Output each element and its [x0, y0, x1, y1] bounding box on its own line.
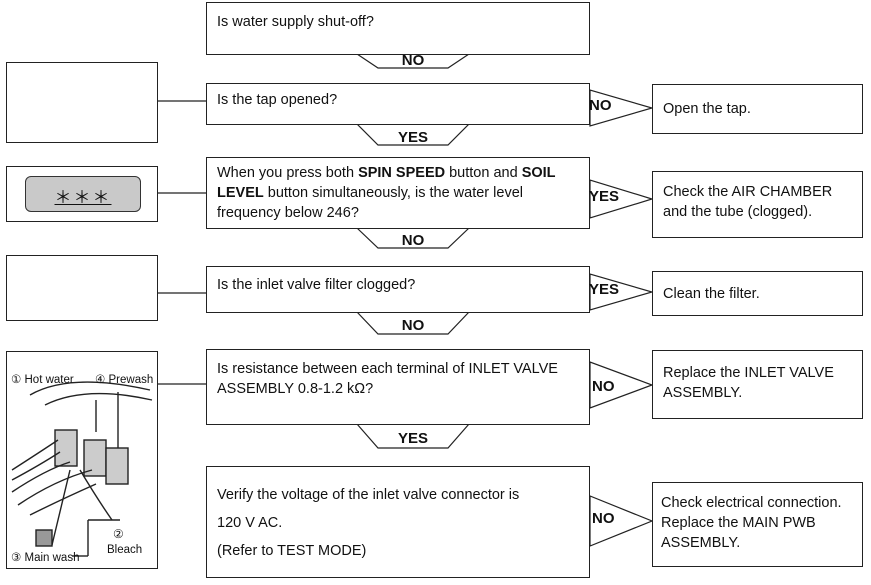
question-box-4: Is the inlet valve filter clogged? [206, 266, 590, 313]
question-box-1: Is water supply shut-off? [206, 2, 590, 55]
question-box-2: Is the tap opened? [206, 83, 590, 125]
question-text-6-line2: 120 V AC. [217, 515, 283, 531]
action-box-5: Replace the INLET VALVE ASSEMBLY. [652, 350, 863, 419]
action-text-4: Clean the filter. [663, 286, 760, 302]
valve-illustration-box: ① Hot water ④ Prewash ② Bleach ③ Main wa… [6, 351, 158, 569]
branch-label-6: NO [592, 510, 615, 527]
question-text-6-line1: Verify the voltage of the inlet valve co… [217, 487, 520, 503]
action-text-6: Check electrical connection. Replace the… [661, 495, 842, 551]
right-arrow-1 [589, 89, 655, 127]
branch-label-2: NO [589, 97, 612, 114]
action-box-4: Clean the filter. [652, 271, 863, 316]
right-arrow-2 [589, 179, 655, 219]
answer-label-3: NO [401, 232, 425, 249]
valve-label-bleach: Bleach [107, 544, 143, 556]
question-box-3: When you press both SPIN SPEED button an… [206, 157, 590, 229]
valve-label-main-wash: ③ Main wash [11, 552, 80, 564]
question-text-1: Is water supply shut-off? [217, 14, 374, 30]
branch-label-3: YES [589, 188, 620, 205]
question-text-5: Is resistance between each terminal of I… [217, 361, 558, 397]
valve-label-bleach-num: ② [113, 527, 124, 541]
right-arrow-4 [589, 361, 654, 409]
right-arrow-5 [589, 495, 654, 547]
action-text-5: Replace the INLET VALVE ASSEMBLY. [663, 365, 834, 401]
answer-label-1: NO [401, 52, 425, 69]
display-readout: ＊＊＊ [54, 188, 112, 207]
valve-label-hot-water: ① Hot water [11, 374, 74, 386]
branch-label-5: NO [592, 378, 615, 395]
question-text-6-line3: (Refer to TEST MODE) [217, 543, 367, 559]
action-box-3: Check the AIR CHAMBER and the tube (clog… [652, 171, 863, 238]
right-arrow-3 [589, 273, 655, 311]
action-text-3: Check the AIR CHAMBER and the tube (clog… [663, 184, 833, 220]
answer-label-5: YES [397, 430, 428, 447]
answer-label-2: YES [397, 129, 428, 146]
display-illustration-box: ＊＊＊ [6, 166, 158, 222]
question-box-6: Verify the voltage of the inlet valve co… [206, 466, 590, 578]
branch-label-4: YES [589, 281, 620, 298]
inlet-valve-illustration [11, 381, 153, 557]
question-text-2: Is the tap opened? [217, 92, 338, 108]
answer-label-4: NO [401, 317, 425, 334]
display-screen: ＊＊＊ [25, 176, 141, 212]
action-text-2: Open the tap. [663, 101, 751, 117]
question-box-5: Is resistance between each terminal of I… [206, 349, 590, 425]
question-text-3: When you press both SPIN SPEED button an… [217, 165, 556, 221]
action-box-6: Check electrical connection. Replace the… [652, 482, 863, 567]
action-box-2: Open the tap. [652, 84, 863, 134]
valve-label-prewash: ④ Prewash [95, 374, 154, 386]
filter-illustration-box [6, 255, 158, 321]
question-text-4: Is the inlet valve filter clogged? [217, 277, 416, 293]
tap-illustration-box [6, 62, 158, 143]
